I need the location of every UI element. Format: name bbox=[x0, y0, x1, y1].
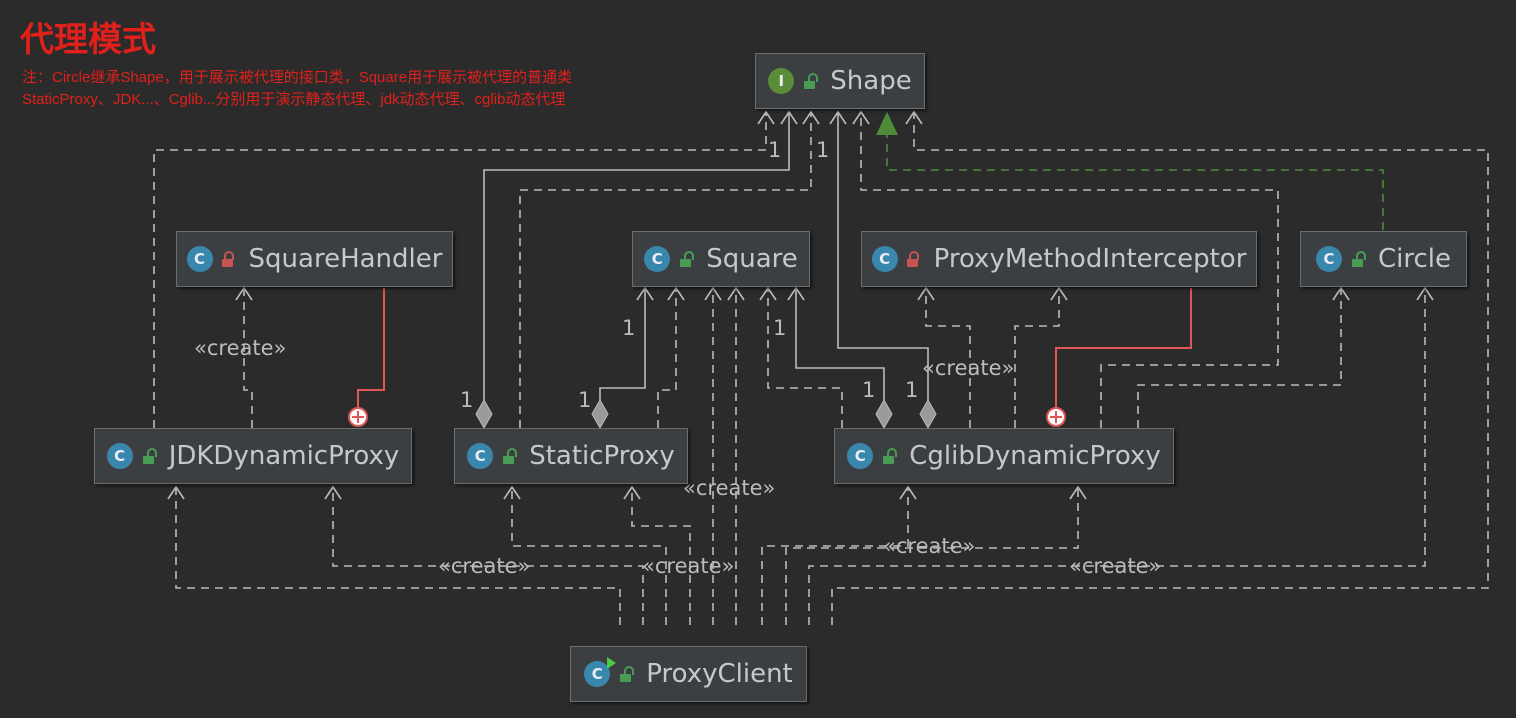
public-visibility-icon bbox=[618, 666, 635, 682]
node-static-proxy[interactable]: C StaticProxy bbox=[454, 428, 688, 484]
edge-client-to-square-2 bbox=[727, 286, 745, 625]
diagram-title: 代理模式 bbox=[20, 20, 156, 60]
node-circle-label: Circle bbox=[1377, 244, 1451, 274]
node-proxy-method-interceptor[interactable]: C ProxyMethodInterceptor bbox=[861, 231, 1257, 287]
public-visibility-icon bbox=[141, 448, 157, 464]
create-label: «create» bbox=[683, 476, 776, 500]
node-shape-label: Shape bbox=[830, 66, 912, 96]
node-square[interactable]: C Square bbox=[632, 231, 810, 287]
public-visibility-icon bbox=[678, 251, 695, 267]
public-visibility-icon bbox=[881, 448, 898, 464]
private-visibility-icon bbox=[221, 251, 235, 267]
create-label: «create» bbox=[194, 336, 287, 360]
node-square-handler[interactable]: C SquareHandler bbox=[176, 231, 453, 287]
edge-client-creates-static bbox=[503, 485, 667, 625]
edge-jdk-to-shape bbox=[153, 110, 775, 428]
class-icon: C bbox=[467, 443, 494, 469]
node-square-handler-label: SquareHandler bbox=[248, 244, 443, 274]
node-proxy-method-interceptor-label: ProxyMethodInterceptor bbox=[933, 244, 1247, 274]
edge-cglib-to-interceptor bbox=[1014, 286, 1068, 428]
class-icon: C bbox=[186, 246, 213, 272]
create-label: «create» bbox=[883, 534, 976, 558]
node-proxy-client[interactable]: C ProxyClient bbox=[570, 646, 807, 702]
edge-client-to-square-1 bbox=[704, 286, 722, 625]
node-jdk-dynamic-proxy[interactable]: C JDKDynamicProxy bbox=[94, 428, 412, 484]
edge-cglib-to-square bbox=[759, 286, 843, 428]
multiplicity-label: 1 bbox=[816, 138, 830, 162]
edge-client-to-cglib bbox=[785, 485, 1087, 625]
edge-squarehandler-inner-of-jdk bbox=[348, 288, 385, 427]
edge-cglib-to-circle bbox=[1137, 286, 1350, 428]
edge-client-to-static bbox=[623, 485, 691, 625]
edge-interceptor-inner-of-cglib bbox=[1046, 288, 1192, 427]
class-icon: C bbox=[871, 246, 898, 272]
edge-client-creates-cglib bbox=[761, 485, 917, 625]
edge-cglib-creates-interceptor bbox=[917, 286, 971, 428]
interface-icon: I bbox=[768, 68, 795, 94]
edge-static-to-square bbox=[657, 286, 685, 428]
node-shape[interactable]: I Shape bbox=[755, 53, 925, 109]
create-label: «create» bbox=[438, 554, 531, 578]
note-line-2: StaticProxy、JDK...、Cglib...分别用于演示静态代理、jd… bbox=[22, 91, 566, 108]
create-label: «create» bbox=[642, 554, 735, 578]
edge-client-creates-circle bbox=[808, 286, 1434, 625]
node-square-label: Square bbox=[706, 244, 798, 274]
multiplicity-label: 1 bbox=[768, 138, 782, 162]
edge-circle-inherits-shape bbox=[876, 112, 1384, 230]
create-label: «create» bbox=[1069, 554, 1162, 578]
multiplicity-label: 1 bbox=[578, 388, 592, 412]
node-jdk-dynamic-proxy-label: JDKDynamicProxy bbox=[168, 441, 400, 471]
class-icon: C bbox=[106, 443, 133, 469]
public-visibility-icon bbox=[501, 448, 518, 464]
main-class-icon: C bbox=[584, 657, 617, 687]
edge-jdk-creates-squarehandler bbox=[235, 286, 253, 428]
multiplicity-label: 1 bbox=[773, 316, 787, 340]
multiplicity-label: 1 bbox=[862, 378, 876, 402]
class-icon: C bbox=[847, 443, 874, 469]
edge-cglib-composes-square bbox=[787, 286, 893, 430]
class-icon: C bbox=[1315, 246, 1342, 272]
create-label: «create» bbox=[922, 356, 1015, 380]
edge-client-to-shape bbox=[831, 110, 1489, 625]
private-visibility-icon bbox=[906, 251, 920, 267]
class-icon: C bbox=[644, 246, 671, 272]
node-cglib-dynamic-proxy[interactable]: C CglibDynamicProxy bbox=[834, 428, 1174, 484]
node-cglib-dynamic-proxy-label: CglibDynamicProxy bbox=[909, 441, 1161, 471]
edge-client-creates-jdk bbox=[167, 485, 621, 625]
edge-static-composes-square bbox=[591, 286, 654, 430]
edge-cglib-composes-shape bbox=[829, 110, 937, 430]
edge-static-to-shape bbox=[519, 110, 820, 428]
node-static-proxy-label: StaticProxy bbox=[529, 441, 675, 471]
node-proxy-client-label: ProxyClient bbox=[646, 659, 793, 689]
public-visibility-icon bbox=[802, 73, 819, 89]
edge-client-to-jdk bbox=[324, 485, 644, 625]
public-visibility-icon bbox=[1350, 251, 1366, 267]
node-circle[interactable]: C Circle bbox=[1300, 231, 1467, 287]
edge-static-composes-shape bbox=[475, 110, 798, 430]
note-line-1: 注：Circle继承Shape，用于展示被代理的接口类，Square用于展示被代… bbox=[22, 69, 573, 86]
multiplicity-label: 1 bbox=[905, 378, 919, 402]
multiplicity-label: 1 bbox=[460, 388, 474, 412]
multiplicity-label: 1 bbox=[622, 316, 636, 340]
edge-cglib-to-shape bbox=[852, 110, 1279, 428]
